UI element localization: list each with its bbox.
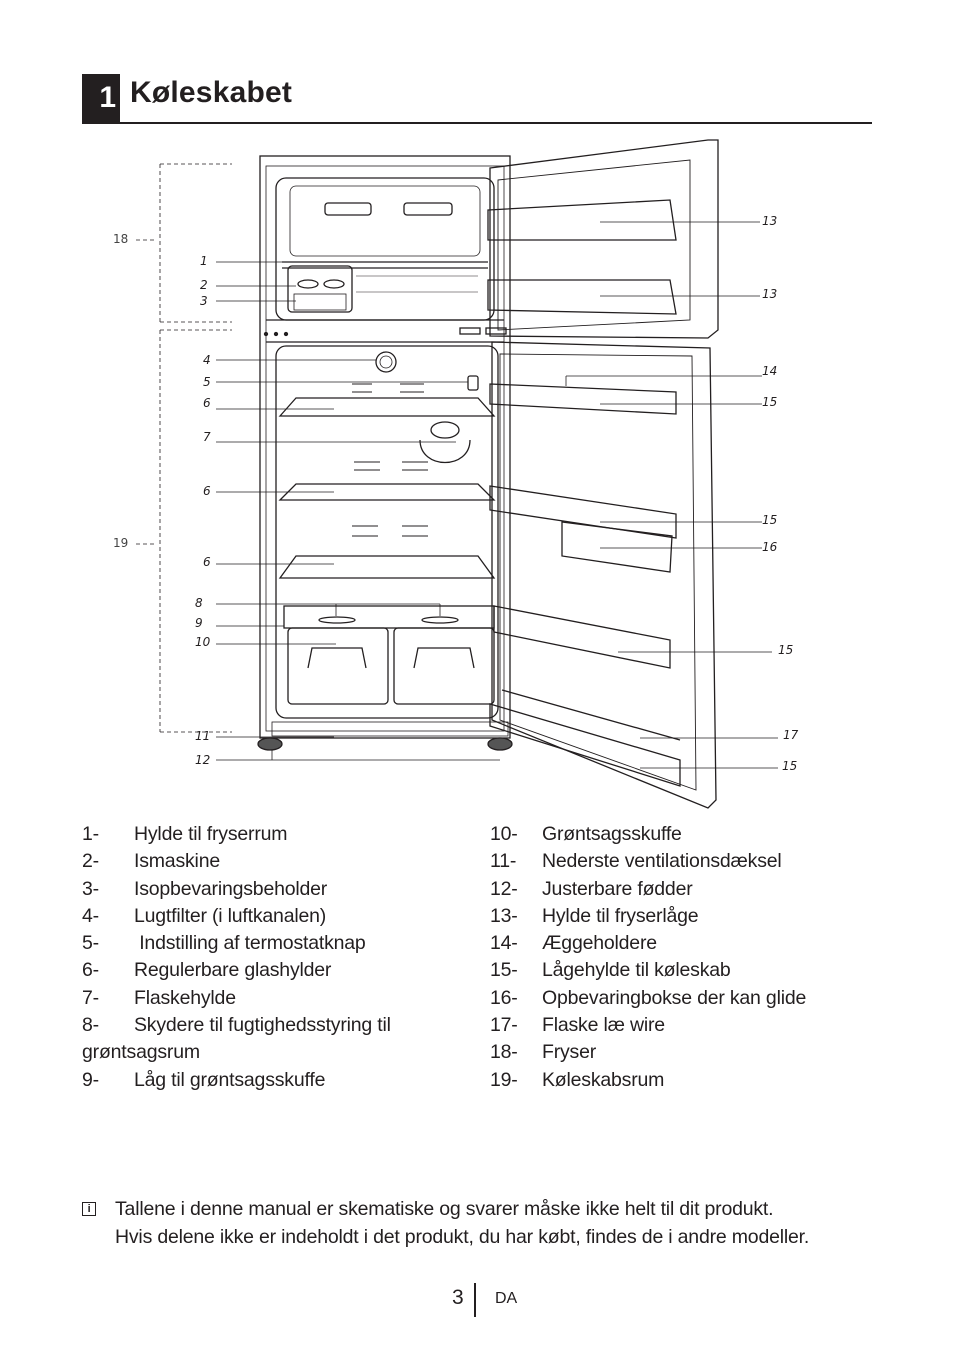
door-shelf-2 [489, 485, 677, 539]
legend-item: 11-Nederste ventilationsdæksel [490, 850, 782, 873]
freezer-door-shelf-2 [487, 279, 677, 315]
legend-item: 6-Regulerbare glashylder [82, 959, 332, 982]
glass-shelf-1 [278, 397, 496, 417]
note-line-1: Tallene i denne manual er skematiske og … [115, 1198, 774, 1220]
door-shelf-1 [489, 383, 677, 415]
freezer-door [489, 139, 719, 339]
cabinet-outline [259, 155, 511, 739]
legend-item: 7-Flaskehylde [82, 986, 236, 1009]
legend-left: 1-Hylde til fryserrum 2-Ismaskine 3-Isop… [82, 821, 462, 1094]
ice-maker [287, 265, 353, 313]
legend-item: 17-Flaske læ wire [490, 1014, 665, 1037]
section-number: 1 [82, 74, 120, 122]
sliding-box [561, 521, 673, 573]
footer-divider [474, 1283, 476, 1317]
callout-15-c: 15 [778, 643, 793, 657]
callout-15-b: 15 [762, 513, 777, 527]
legend-item: 4-Lugtfilter (i luftkanalen) [82, 904, 327, 927]
bottle-rack [419, 439, 471, 463]
callout-10: 10 [195, 635, 211, 649]
glass-shelf-2 [278, 483, 496, 501]
section-title: Køleskabet [130, 76, 293, 109]
callout-17: 17 [783, 728, 799, 742]
glass-shelf-3 [278, 555, 496, 579]
refrigerator-diagram: 1 2 3 4 5 6 7 6 6 8 9 10 11 12 13 13 14 … [113, 139, 799, 809]
crisper-left [287, 627, 389, 705]
legend-item: 9-Låg til grøntsagsskuffe [82, 1068, 326, 1091]
language-code: DA [495, 1290, 518, 1307]
header-rule [82, 122, 872, 124]
legend-item: 10-Grøntsagsskuffe [490, 823, 682, 845]
callout-9: 9 [195, 616, 203, 630]
callout-1: 1 [200, 254, 208, 268]
legend-item: 19-Køleskabsrum [490, 1068, 665, 1091]
callout-2: 2 [200, 278, 208, 292]
callout-13-bottom: 13 [762, 287, 777, 301]
fridge-door [491, 341, 717, 809]
callout-13-top: 13 [762, 214, 777, 228]
page-footer: 3 DA [0, 1283, 954, 1317]
note-text: Tallene i denne manual er skematiske og … [115, 1196, 895, 1251]
callout-15-d: 15 [782, 759, 797, 773]
freezer-door-shelf-1 [487, 199, 677, 241]
callout-6-top: 6 [203, 396, 211, 410]
bottle-wire [501, 689, 681, 741]
callout-15-a: 15 [762, 395, 777, 409]
callout-6-middle: 6 [203, 484, 211, 498]
legend-item: 16-Opbevaringbokse der kan glide [490, 986, 807, 1009]
legend-item: 1-Hylde til fryserrum [82, 823, 288, 845]
legend-item: 18-Fryser [490, 1041, 597, 1064]
section-header: 1 Køleskabet [82, 74, 872, 124]
callout-12: 12 [195, 753, 210, 767]
callout-16: 16 [762, 540, 778, 554]
door-shelf-3 [493, 605, 671, 669]
callout-4: 4 [203, 353, 211, 367]
fridge-compartment [275, 345, 499, 719]
door-shelf-4 [489, 703, 681, 787]
note-line-2: Hvis delene ikke er indeholdt i det prod… [115, 1225, 810, 1248]
crisper-cover [283, 605, 495, 629]
callout-19: 19 [113, 536, 128, 550]
legend-item: 12-Justerbare fødder [490, 877, 693, 900]
callout-5: 5 [203, 375, 211, 389]
legend-item: 15-Lågehylde til køleskab [490, 959, 731, 982]
callout-18: 18 [113, 232, 128, 246]
crisper-right [393, 627, 495, 705]
legend-item: 3-Isopbevaringsbeholder [82, 877, 328, 900]
legend-item: 2-Ismaskine [82, 850, 220, 873]
callout-14: 14 [762, 364, 777, 378]
callout-8: 8 [195, 596, 203, 610]
callout-6-bottom: 6 [203, 555, 211, 569]
thermostat-knob [467, 375, 479, 391]
legend-item: 14-Æggeholdere [490, 932, 657, 955]
page-number: 3 [452, 1286, 464, 1309]
callout-7: 7 [203, 430, 211, 444]
legend-right: 10-Grøntsagsskuffe 11-Nederste ventilati… [490, 821, 890, 1094]
callout-3: 3 [200, 294, 208, 308]
odour-filter [375, 351, 397, 373]
legend-item: 13-Hylde til fryserlåge [490, 904, 699, 927]
freezer-compartment [275, 177, 495, 321]
info-icon: i [82, 1202, 96, 1216]
legend-item: 5- Indstilling af termostatknap [82, 932, 366, 955]
callout-11: 11 [195, 729, 210, 743]
